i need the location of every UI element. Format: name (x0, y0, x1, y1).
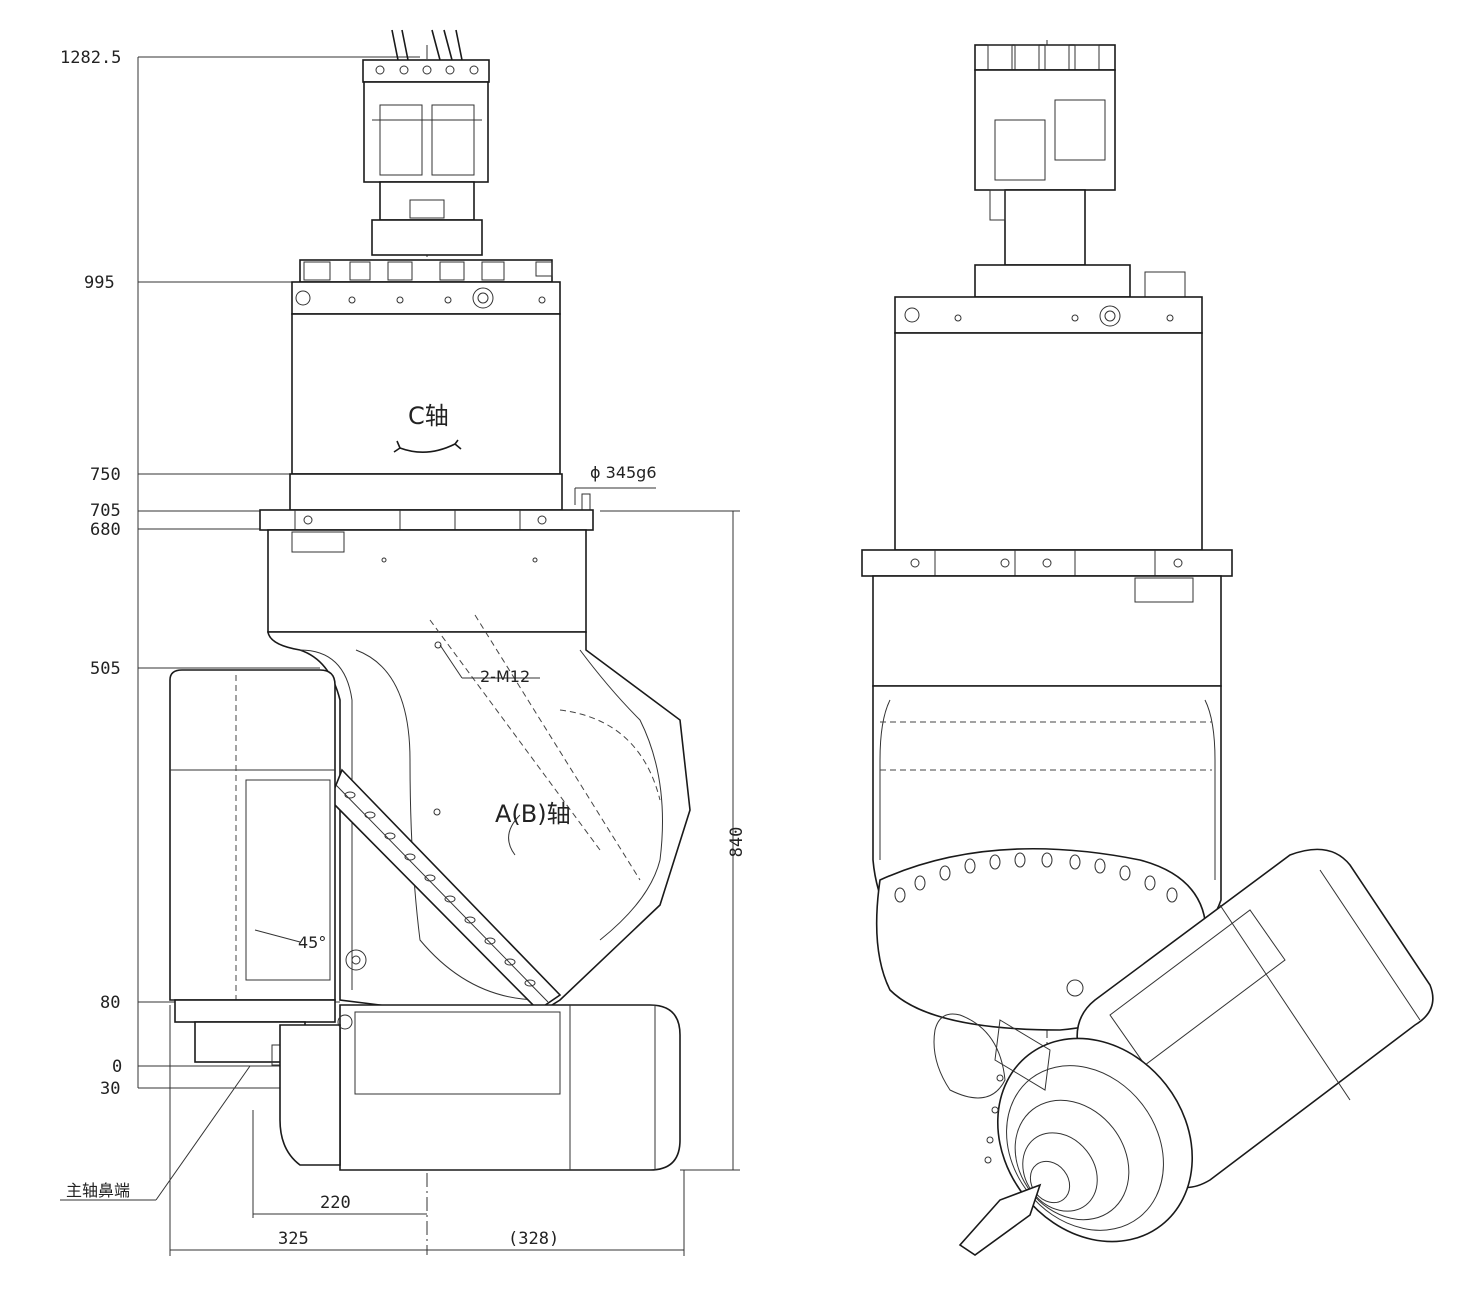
height-label-995: 995 (84, 273, 115, 293)
right-top-motor (974, 44, 1116, 266)
diameter-label: ϕ 345g6 (590, 463, 657, 482)
spindle-nose-label: 主轴鼻端 (66, 1181, 130, 1200)
right-mounting-flange (861, 549, 1233, 687)
width-dimensions: 220 325 (328) (169, 1005, 685, 1256)
angle-label: 45° (298, 933, 326, 952)
top-motor-assembly (362, 29, 490, 256)
height-label-1282: 1282.5 (60, 48, 121, 68)
c-axis-housing (289, 313, 563, 511)
fork-body (267, 614, 691, 1026)
width-dim-220: 220 (320, 1193, 351, 1213)
right-c-housing (894, 332, 1203, 551)
height-label-750: 750 (90, 465, 121, 485)
height-label-30: 30 (100, 1079, 120, 1099)
bolt-callout-label: 2-M12 (480, 667, 530, 686)
width-dim-328: (328) (508, 1229, 559, 1249)
mounting-flange (259, 509, 594, 633)
height-label-705: 705 (90, 501, 121, 521)
left-view: 1282.5 995 750 705 680 505 80 0 30 (60, 29, 747, 1256)
height-labels: 1282.5 995 750 705 680 505 80 0 30 (60, 48, 122, 1099)
height-dimension-840: 840 (600, 510, 747, 1171)
height-label-680: 680 (90, 520, 121, 540)
right-view (861, 40, 1434, 1256)
height-label-505: 505 (90, 659, 121, 679)
right-fork-body (872, 685, 1222, 1099)
cap-flange (291, 259, 561, 315)
spindle-nose (60, 999, 336, 1201)
right-cap-flange (894, 264, 1203, 334)
height-dim-840: 840 (727, 827, 747, 858)
height-label-0: 0 (112, 1057, 122, 1077)
c-axis-label: C轴 (408, 402, 449, 430)
width-dim-325: 325 (278, 1229, 309, 1249)
height-label-80: 80 (100, 993, 120, 1013)
ab-axis-label: A(B)轴 (495, 800, 571, 828)
lower-motor (279, 1004, 681, 1171)
spindle-motor-housing (169, 669, 367, 1001)
right-spindle-face (958, 1019, 1194, 1256)
